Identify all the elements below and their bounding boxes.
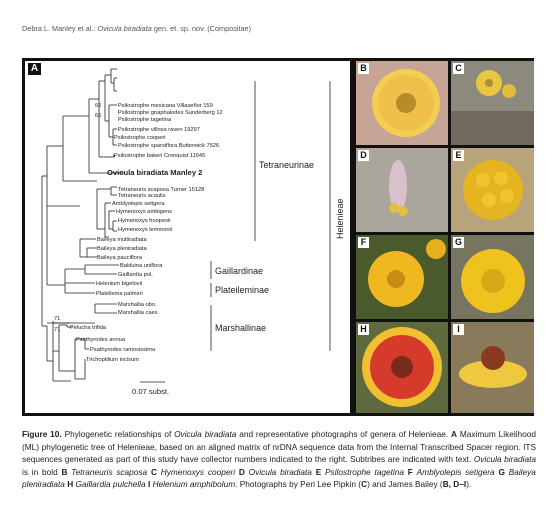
photo-label-g: G: [453, 237, 464, 248]
figure-caption: Figure 10. Phylogenetic relationships of…: [22, 429, 536, 490]
photo-b: B: [356, 61, 448, 145]
photo-d: D: [356, 148, 448, 232]
photo-label-d: D: [358, 150, 369, 161]
photo-label-h: H: [358, 324, 369, 335]
taxon-label: Baileya pauciflora: [97, 255, 143, 261]
taxon-label: Psilostrophe bakeri Cronquist 11645: [114, 153, 205, 159]
flower-image: [372, 69, 440, 137]
support-value: 66: [95, 113, 101, 119]
flower-image: [362, 327, 442, 407]
phylogenetic-tree-panel: A: [25, 61, 350, 413]
taxon-label: Hymenoxys lemmonii: [118, 227, 172, 233]
support-value: 71: [54, 316, 60, 322]
taxon-label-ovicula: Ovicula biradiata Manley 2: [107, 168, 202, 177]
taxon-label: Psilostrophe mexicana Villaseñor 159: [118, 103, 213, 109]
support-value: 66: [95, 103, 101, 109]
photo-g: G: [451, 235, 534, 319]
taxon-label: Tetraneuris acaulis: [118, 193, 166, 199]
flower-image: [463, 160, 523, 220]
taxon-label: Psilostrophe tagetina: [118, 117, 172, 123]
tree-svg: Psilostrophe mexicana Villaseñor 159 Psi…: [41, 68, 345, 396]
photo-h: H: [356, 322, 448, 413]
taxon-label: Amblyolepis setigera: [112, 201, 165, 207]
taxon-label: Psathyrodes annua: [76, 337, 126, 343]
running-header: Debra L. Manley et al.: Ovicula biradiat…: [22, 24, 252, 33]
taxon-label: Psilostrophe sparsiflora Butterwick 7526: [118, 143, 219, 149]
flower-image: [356, 148, 448, 232]
taxon-label: Psilostrophe villosa raven 19297: [118, 127, 200, 133]
photo-label-f: F: [358, 237, 369, 248]
flower-image: [451, 70, 534, 145]
subtribe-marshallinae: Marshallinae: [215, 323, 266, 333]
photo-f: F: [356, 235, 448, 319]
photo-label-c: C: [453, 63, 464, 74]
scale-bar-label: 0.07 subst.: [132, 387, 169, 396]
taxon-label: Psilostrophe cooperi: [114, 135, 166, 141]
taxon-label: Trichoptilium incisum: [86, 357, 139, 363]
photo-label-i: I: [453, 324, 464, 335]
flower-image: [459, 346, 527, 388]
flower-image: [368, 239, 446, 307]
taxon-label: Marshallia obo.: [118, 302, 157, 308]
taxon-label: Psilostrophe gnaphalodes Sunderberg 12: [118, 110, 223, 116]
tribe-helenieae: Helenieae: [335, 198, 345, 239]
taxon-label: Tetraneuris scaposa Turner 15128: [118, 187, 204, 193]
taxon-label: Balduina uniflora: [120, 263, 163, 269]
photo-label-e: E: [453, 150, 464, 161]
photo-c: C: [451, 61, 534, 145]
subtribe-gaillardinae: Gaillardinae: [215, 266, 263, 276]
taxon-label: Pelucha trifida: [70, 325, 107, 331]
taxon-label: Marshallia caes.: [118, 310, 160, 316]
taxon-label: Psathyrodes ramosissima: [90, 347, 156, 353]
flower-image: [461, 249, 525, 313]
support-value: 71: [54, 327, 60, 333]
taxon-label: Baileya pleniradiata: [97, 246, 147, 252]
taxon-label: Hymenoxys hoopesii: [118, 218, 170, 224]
taxon-label: Hymenoxys ambigens: [116, 209, 172, 215]
subtribe-plateileminae: Plateileminae: [215, 285, 269, 295]
photo-e: E: [451, 148, 534, 232]
tree-branches: [41, 68, 331, 383]
taxon-label: Gaillardia pul.: [118, 272, 153, 278]
subtribe-tetraneurinae: Tetraneurinae: [259, 160, 314, 170]
photo-label-b: B: [358, 63, 369, 74]
taxon-label: Plateilema palmeri: [96, 291, 143, 297]
photo-i: I: [451, 322, 534, 413]
taxon-label: Helenium bigelovii: [96, 281, 142, 287]
panel-label-a: A: [28, 63, 41, 75]
taxon-label: Baileya multiradiata: [97, 237, 147, 243]
